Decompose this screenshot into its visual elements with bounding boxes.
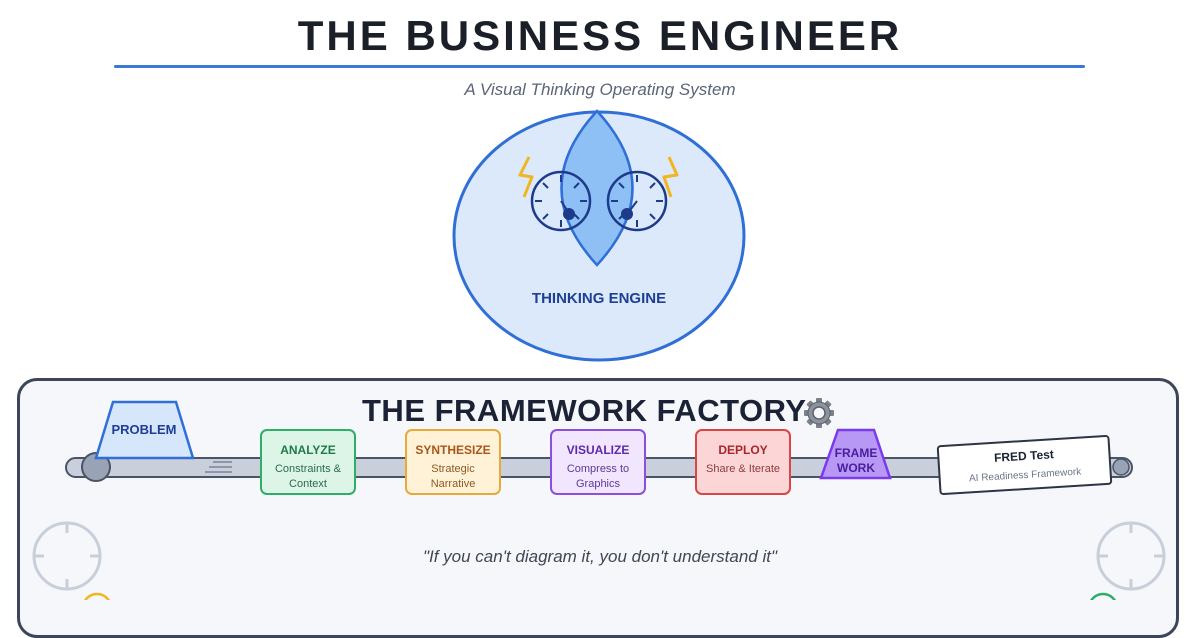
framework-factory-panel — [17, 378, 1179, 638]
engine-lens — [560, 109, 634, 267]
conveyor-roller-left — [81, 452, 111, 482]
step-title: DEPLOY — [718, 443, 768, 457]
title-underline — [114, 65, 1085, 68]
factory-conveyor-diagram — [32, 400, 1166, 600]
problem-label: PROBLEM — [111, 422, 177, 437]
engine-label: THINKING ENGINE — [531, 290, 667, 307]
factory-quote: "If you can't diagram it, you don't unde… — [422, 547, 778, 566]
bottom-right-green-marker — [1090, 592, 1116, 600]
fred-test-card: FRED Test AI Readiness Framework — [936, 434, 1113, 496]
step-description: Share & Iterate — [706, 463, 780, 475]
left-gauge-icon — [530, 170, 592, 232]
corner-clock-right-icon — [1096, 521, 1166, 591]
thinking-engine-diagram — [452, 109, 746, 362]
step-description: Constraints & Context — [274, 463, 342, 490]
step-title: ANALYZE — [280, 443, 336, 457]
bottom-left-orange-marker — [84, 592, 110, 600]
factory-title: THE FRAMEWORK FACTORY — [362, 393, 807, 428]
page-subtitle: A Visual Thinking Operating System — [464, 80, 736, 99]
step-description: Compress to Graphics — [566, 463, 630, 490]
fred-card-title: FRED Test — [993, 447, 1055, 465]
fred-card-subtitle: AI Readiness Framework — [968, 466, 1082, 485]
left-spark-icon — [518, 156, 534, 198]
step-title: VISUALIZE — [566, 443, 630, 457]
gear-icon — [804, 398, 834, 428]
framework-shape — [819, 428, 892, 480]
step-visualize: VISUALIZE Compress to Graphics — [550, 429, 646, 495]
step-title: SYNTHESIZE — [415, 443, 491, 457]
step-description: Strategic Narrative — [430, 463, 476, 490]
framework-label: FRAME WORK — [834, 446, 878, 475]
conveyor-roller-right — [1112, 458, 1130, 476]
step-analyze: ANALYZE Constraints & Context — [260, 429, 356, 495]
page-title: THE BUSINESS ENGINEER — [297, 12, 903, 59]
right-gauge-icon — [606, 170, 668, 232]
problem-shape — [94, 400, 195, 460]
motion-lines-icon — [205, 461, 232, 473]
corner-clock-left-icon — [32, 521, 102, 591]
step-synthesize: SYNTHESIZE Strategic Narrative — [405, 429, 501, 495]
right-spark-icon — [662, 156, 679, 198]
step-deploy: DEPLOY Share & Iterate — [695, 429, 791, 495]
